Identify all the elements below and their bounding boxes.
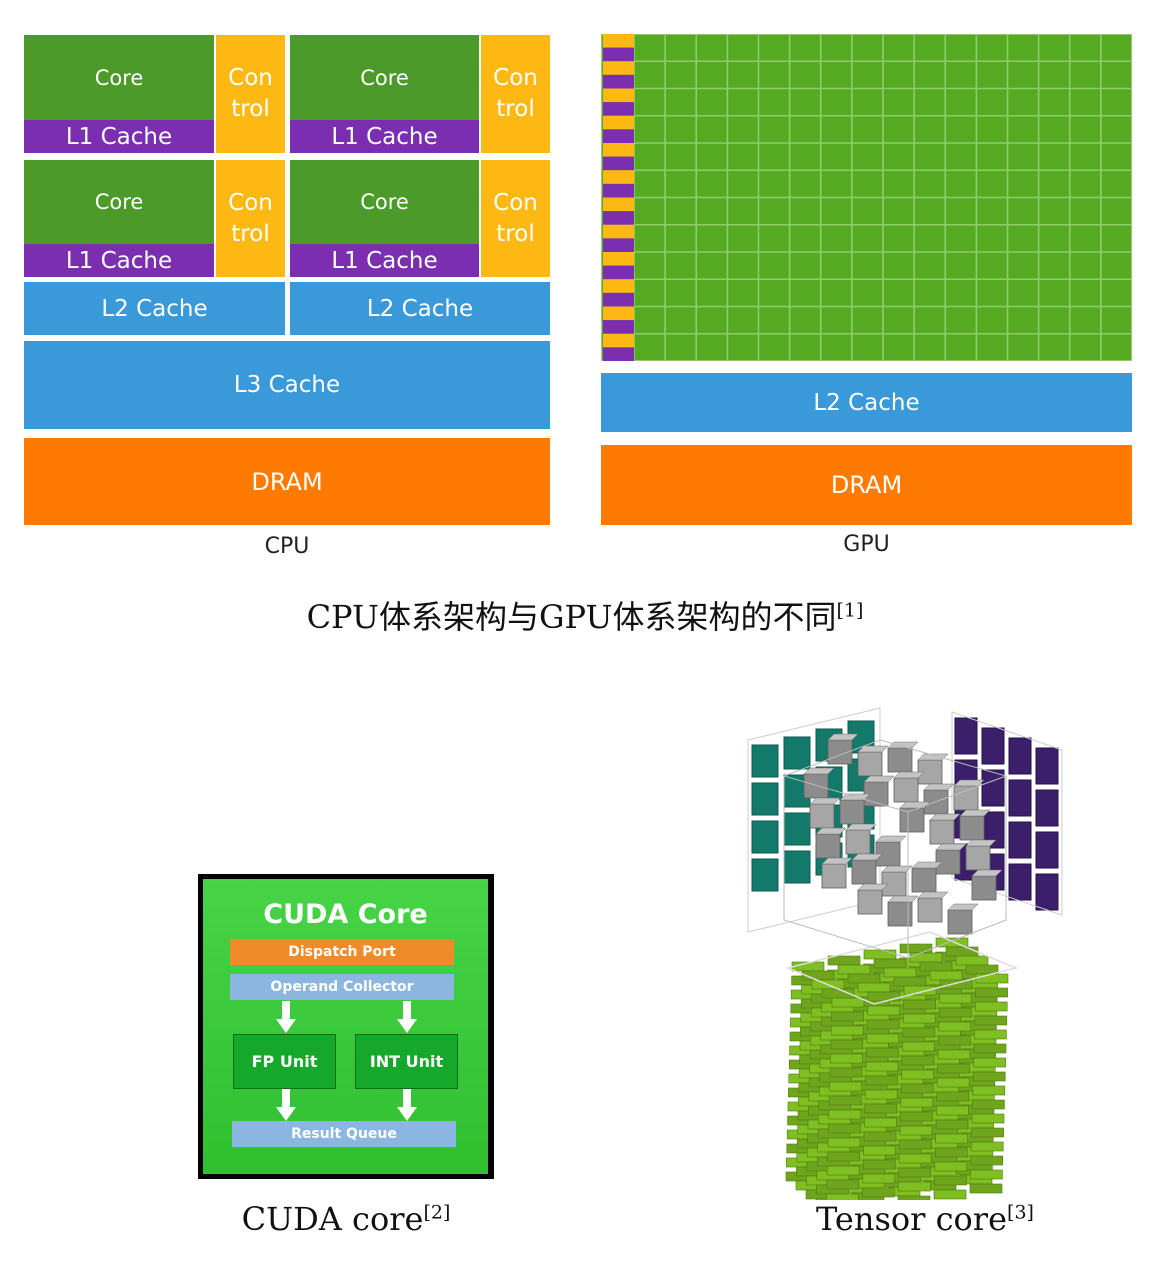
arrow-down-icon xyxy=(397,1001,417,1033)
caption-ref: [3] xyxy=(1007,1201,1034,1224)
arrow-down-icon xyxy=(276,1089,296,1121)
caption-cpu-gpu: CPU体系架构与GPU体系架构的不同[1] xyxy=(0,592,1170,638)
cuda-core-title: CUDA Core xyxy=(263,899,428,930)
caption-ref: [2] xyxy=(423,1201,451,1224)
cpu-dram: DRAM xyxy=(24,438,550,525)
caption-text: Tensor core xyxy=(816,1200,1008,1238)
cpu-core-block-3: Core L1 Cache Con trol xyxy=(24,160,285,277)
cpu-l2-cache-left: L2 Cache xyxy=(24,282,285,335)
cpu-l3-cache: L3 Cache xyxy=(24,341,550,429)
control-cell: Con trol xyxy=(216,160,285,277)
control-cell: Con trol xyxy=(481,35,550,153)
dispatch-port: Dispatch Port xyxy=(230,939,454,965)
control-cell: Con trol xyxy=(481,160,550,277)
caption-tensor-core: Tensor core[3] xyxy=(770,1200,1080,1238)
result-queue: Result Queue xyxy=(232,1121,456,1147)
core-cell: Core xyxy=(290,35,479,120)
arrow-down-icon xyxy=(276,1001,296,1033)
l1-cache-cell: L1 Cache xyxy=(290,120,479,153)
caption-cuda-core: CUDA core[2] xyxy=(196,1200,496,1238)
caption-ref: [1] xyxy=(836,599,864,622)
gpu-dram: DRAM xyxy=(601,445,1132,525)
tensor-core-illustration xyxy=(747,707,1063,1200)
gpu-label: GPU xyxy=(843,532,890,557)
fp-unit: FP Unit xyxy=(233,1034,336,1089)
cpu-core-block-4: Core L1 Cache Con trol xyxy=(290,160,550,277)
core-cell: Core xyxy=(24,35,214,120)
l1-cache-cell: L1 Cache xyxy=(290,244,479,277)
arrow-down-icon xyxy=(397,1089,417,1121)
int-unit: INT Unit xyxy=(355,1034,458,1089)
cpu-label: CPU xyxy=(264,534,310,559)
l1-cache-cell: L1 Cache xyxy=(24,244,214,277)
cuda-core-diagram: CUDA Core Dispatch Port Operand Collecto… xyxy=(198,874,494,1179)
caption-text: CUDA core xyxy=(241,1200,424,1238)
cpu-core-block-2: Core L1 Cache Con trol xyxy=(290,35,550,153)
core-cell: Core xyxy=(24,160,214,244)
cuda-core-panel: CUDA Core Dispatch Port Operand Collecto… xyxy=(203,879,488,1174)
cpu-l2-cache-right: L2 Cache xyxy=(290,282,550,335)
operand-collector: Operand Collector xyxy=(230,974,454,1000)
l1-cache-cell: L1 Cache xyxy=(24,120,214,153)
cpu-core-block-1: Core L1 Cache Con trol xyxy=(24,35,285,153)
core-cell: Core xyxy=(290,160,479,244)
gpu-l2-cache: L2 Cache xyxy=(601,373,1132,432)
gpu-core-grid xyxy=(601,34,1132,361)
caption-text: CPU体系架构与GPU体系架构的不同 xyxy=(306,598,837,636)
control-cell: Con trol xyxy=(216,35,285,153)
